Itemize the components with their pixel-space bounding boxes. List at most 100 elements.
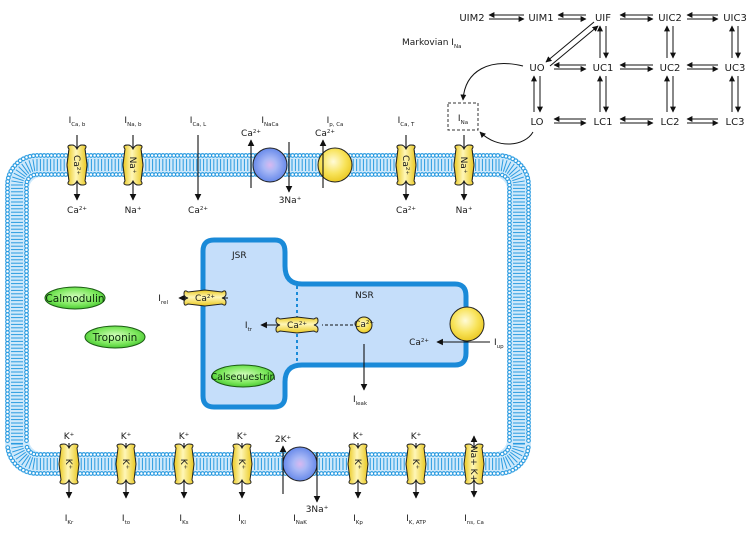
- channel-body: [463, 443, 485, 485]
- ion-channel-ICaT: Ca2+: [395, 144, 417, 186]
- lipid-heads: [5, 153, 531, 476]
- current-label-IpCa: Ip, Ca: [327, 116, 344, 128]
- channel-label: Na+: [458, 157, 468, 174]
- ion-channel-INab: Na+: [122, 144, 144, 186]
- channel-label: K+: [120, 459, 130, 470]
- ion-label-out: Ca2+: [396, 206, 416, 216]
- current-label-INaK: INaK: [293, 514, 307, 526]
- current-label-InsCa: Ins, Ca: [464, 514, 484, 526]
- state-UC2: UC2: [660, 63, 681, 74]
- calsequestrin-label: Calsequestrin: [210, 372, 275, 383]
- state-UIF: UIF: [595, 13, 611, 24]
- ion-channel-IKATP: K+: [405, 443, 427, 485]
- current-label-INaCa: INaCa: [261, 116, 278, 128]
- channel-label: K+: [63, 459, 73, 470]
- ion-channel-IKr: K+: [58, 443, 80, 485]
- tr-label: Itr: [245, 321, 253, 333]
- channel-label: K+: [410, 459, 420, 470]
- ion-label-in: K+: [411, 432, 422, 442]
- transfer-channel: Ca2+: [275, 316, 319, 334]
- channel-label: Ca2+: [287, 321, 307, 331]
- ion-label-out: Na+: [125, 206, 142, 216]
- channel-label: K+: [178, 459, 188, 470]
- uo-to-ina-arrow: [460, 63, 524, 101]
- channel-body: [173, 443, 195, 485]
- state-LO: LO: [530, 117, 543, 128]
- current-label-IKs: IKs: [179, 514, 188, 526]
- channel-label: Na+ K+: [468, 446, 478, 482]
- state-UO: UO: [529, 63, 544, 74]
- nsr-label: NSR: [355, 291, 374, 301]
- lo-to-ina-arrow: [479, 131, 534, 145]
- channel-body: [58, 443, 80, 485]
- ion-label-down: 3Na+: [279, 196, 302, 206]
- current-label-IKATP: IK, ATP: [406, 514, 426, 526]
- channel-label: Ca2+: [71, 155, 81, 175]
- current-ICaL: ICa, L Ca2+: [188, 116, 208, 216]
- ion-channel-INa: Na+: [453, 144, 475, 186]
- current-label-IKl: IKl: [238, 514, 246, 526]
- current-label-IKr: IKr: [65, 514, 74, 526]
- ion-label-out: Ca2+: [188, 206, 208, 216]
- channel-body: [66, 144, 88, 186]
- current-label-Ito: Ito: [122, 514, 131, 526]
- calmodulin-buffer: Calmodulin: [44, 286, 106, 310]
- channel-body: [347, 443, 369, 485]
- ion-label-out: Ca2+: [67, 206, 87, 216]
- channel-body: [275, 316, 319, 334]
- channel-label: Ca2+: [195, 294, 215, 304]
- ion-channel-IKl: K+: [231, 443, 253, 485]
- ion-label-in: K+: [64, 432, 75, 442]
- ion-channel-IKp: K+: [347, 443, 369, 485]
- state-UIM2: UIM2: [459, 13, 484, 24]
- state-UIC3: UIC3: [723, 13, 747, 24]
- jsr-label: JSR: [231, 251, 247, 261]
- channel-label: K+: [236, 459, 246, 470]
- ina-dashed-box: INa: [447, 102, 479, 131]
- nsr-ca-ion: [355, 316, 373, 334]
- channel-body: [453, 144, 475, 186]
- pump-body: [317, 147, 353, 183]
- calmodulin-label: Calmodulin: [45, 293, 104, 305]
- ion-channel-InsCa: Na+ K+: [463, 443, 485, 485]
- transition-UIF-UO: [545, 21, 595, 63]
- ion-channel-IKs: K+: [173, 443, 195, 485]
- channel-label: Na+: [127, 157, 137, 174]
- ion-channel-ICab: Ca2+: [66, 144, 88, 186]
- serca-pump: [449, 306, 485, 342]
- troponin-label: Troponin: [92, 332, 138, 344]
- state-LC1: LC1: [594, 117, 613, 128]
- ion-label-in: K+: [179, 432, 190, 442]
- channel-body: [231, 443, 253, 485]
- current-label-ICaL: ICa, L: [190, 116, 207, 128]
- troponin-buffer: Troponin: [84, 325, 146, 349]
- ion-label-up: Ca2+: [315, 129, 335, 139]
- ina-output-box: [447, 102, 479, 131]
- current-label-ICab: ICa, b: [69, 116, 86, 128]
- state-LC3: LC3: [726, 117, 745, 128]
- exchanger-body: [282, 446, 318, 482]
- ion-label-out: Na+: [456, 206, 473, 216]
- current-label-IKp: IKp: [353, 514, 363, 526]
- ion-label-in: K+: [237, 432, 248, 442]
- exchanger-body: [252, 147, 288, 183]
- ion-channel-Ito: K+: [115, 443, 137, 485]
- channel-body: [183, 289, 227, 307]
- channel-body: [122, 144, 144, 186]
- current-label-ICaT: ICa, T: [398, 116, 415, 128]
- state-LC2: LC2: [661, 117, 680, 128]
- transition-UO-UIF: [549, 25, 599, 67]
- current-label-INab: INa, b: [124, 116, 142, 128]
- ryr-release-channel: Ca2+: [183, 289, 227, 307]
- markov-title: Markovian INa: [402, 38, 461, 50]
- ion-label-in: K+: [121, 432, 132, 442]
- channel-body: [405, 443, 427, 485]
- state-UC3: UC3: [725, 63, 746, 74]
- ion-label-up: 2K+: [275, 435, 292, 445]
- up-ion-label: Ca2+: [409, 338, 429, 348]
